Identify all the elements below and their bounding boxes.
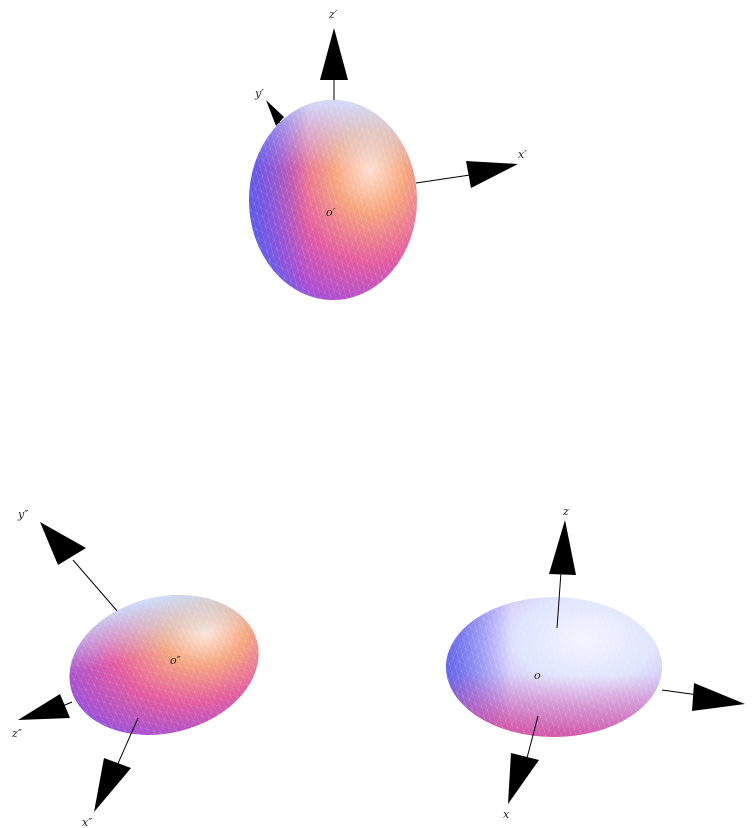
x-double-prime-axis	[94, 717, 139, 812]
o-double-prime-label: o″	[170, 654, 182, 667]
y-double-prime-label: y″	[17, 508, 29, 521]
y-prime-label: y′	[254, 87, 264, 100]
z-prime-label: z′	[328, 8, 338, 21]
z-double-prime-label: z″	[11, 727, 23, 740]
y-double-prime-axis	[40, 522, 119, 613]
x-axis-right	[661, 683, 745, 711]
x-double-prime-label: x″	[82, 816, 93, 828]
x-prime-axis	[415, 161, 518, 188]
z-label: z	[562, 505, 569, 518]
o-prime-label: o′	[326, 206, 336, 219]
left-frame: y″ z″ x″ o″	[11, 508, 259, 828]
x-prime-label: x′	[518, 148, 527, 161]
right-ellipsoid	[446, 597, 662, 737]
right-frame: z x o	[446, 505, 745, 821]
z-double-prime-axis	[18, 694, 73, 720]
x-axis	[508, 715, 539, 804]
o-label: o	[534, 669, 541, 682]
z-prime-axis	[320, 28, 348, 100]
x-label: x	[503, 808, 510, 821]
top-frame: z′ y′ x′ o′	[249, 8, 527, 300]
z-axis	[549, 520, 576, 629]
left-ellipsoid	[69, 595, 259, 735]
top-ellipsoid	[249, 100, 417, 300]
